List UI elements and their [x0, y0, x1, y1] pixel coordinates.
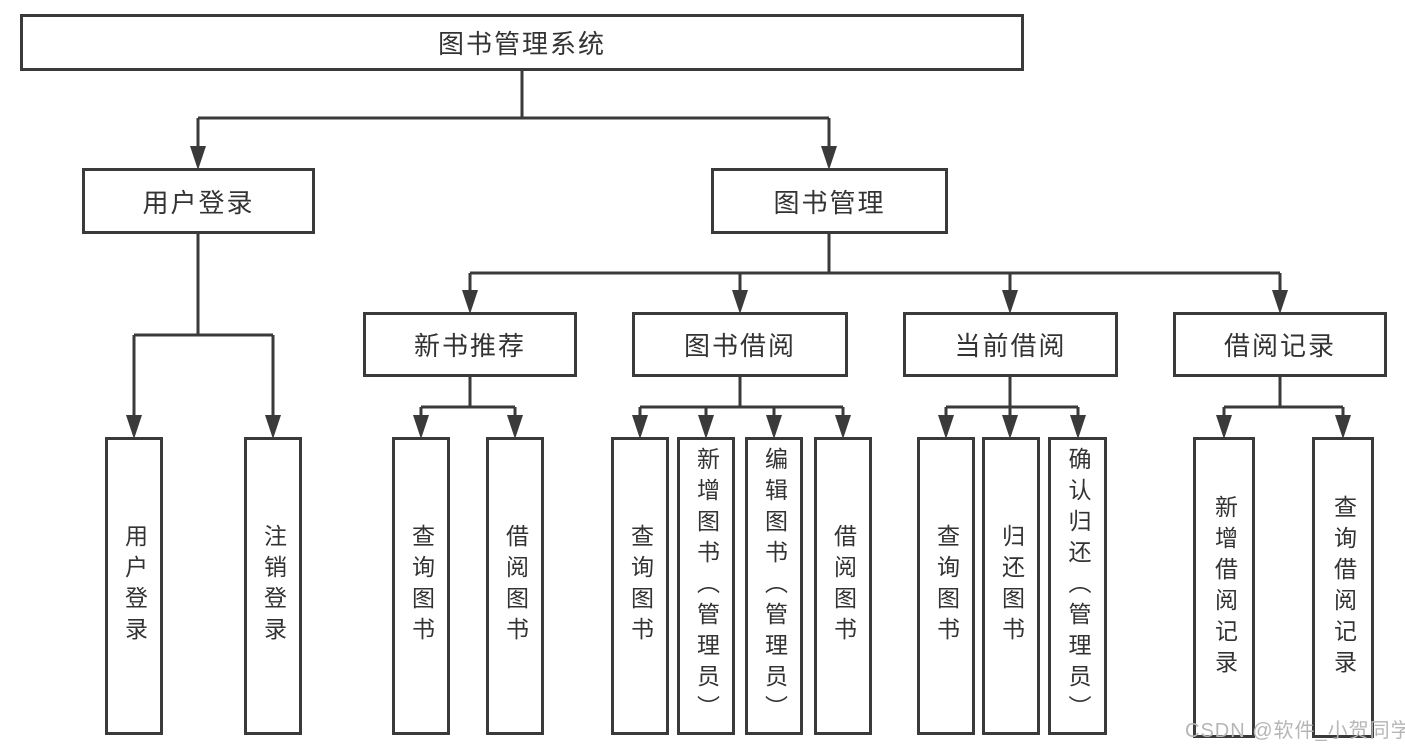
node-label: 新书推荐 [413, 331, 526, 361]
connector-current-to-leaves [944, 377, 1080, 419]
node-user-login: 用户登录 [82, 168, 315, 234]
leaf-edit-book-admin: 编辑图书（管理员） [745, 437, 803, 735]
node-label: 当前借阅 [954, 331, 1067, 361]
connector-bookmgmt-to-level2 [468, 234, 1282, 294]
leaf-query-borrow-record: 查询借阅记录 [1312, 437, 1374, 738]
node-book-borrow: 图书借阅 [632, 312, 848, 377]
leaf-logout: 注销登录 [244, 437, 302, 735]
leaf-label: 借阅图书 [830, 524, 857, 648]
leaf-label: 确认归还（管理员） [1065, 446, 1091, 726]
leaf-label: 查询图书 [408, 524, 435, 648]
node-label: 图书管理 [773, 187, 886, 218]
leaf-label: 借阅图书 [502, 524, 529, 648]
leaf-label: 查询借阅记录 [1330, 494, 1357, 681]
leaf-label: 查询图书 [933, 524, 960, 648]
leaf-borrow-books-recommend: 借阅图书 [486, 437, 544, 735]
leaf-label: 归还图书 [998, 524, 1025, 648]
leaf-query-books-recommend: 查询图书 [392, 437, 450, 735]
node-library-management-system: 图书管理系统 [20, 14, 1024, 71]
leaf-label: 查询图书 [627, 524, 654, 648]
connector-userlogin-to-leaves [132, 234, 275, 419]
leaf-query-books-current: 查询图书 [917, 437, 975, 735]
leaf-add-borrow-record: 新增借阅记录 [1193, 437, 1255, 738]
leaf-return-book: 归还图书 [982, 437, 1040, 735]
connector-root-to-level1 [196, 70, 831, 150]
connector-recommend-to-leaves [419, 377, 517, 419]
leaf-add-book-admin: 新增图书（管理员） [677, 437, 735, 735]
watermark: CSDN @软件_小贺同学 [1185, 720, 1405, 742]
leaf-confirm-return-admin: 确认归还（管理员） [1048, 437, 1107, 735]
connector-borrow-to-leaves [638, 377, 845, 419]
leaf-query-books-borrow: 查询图书 [611, 437, 669, 735]
arrowheads [126, 146, 1351, 439]
node-current-borrow: 当前借阅 [903, 312, 1118, 377]
leaf-borrow-books: 借阅图书 [814, 437, 872, 735]
leaf-label: 注销登录 [260, 524, 287, 648]
node-label: 借阅记录 [1223, 331, 1336, 361]
node-borrow-records: 借阅记录 [1173, 312, 1387, 377]
leaf-label: 新增图书（管理员） [693, 446, 720, 726]
leaf-label: 用户登录 [121, 524, 148, 648]
node-label: 图书管理系统 [437, 29, 606, 59]
leaf-label: 编辑图书（管理员） [761, 446, 788, 726]
leaf-label: 新增借阅记录 [1211, 494, 1238, 681]
node-book-management: 图书管理 [711, 168, 948, 234]
connector-records-to-leaves [1222, 377, 1345, 419]
leaf-user-login: 用户登录 [105, 437, 163, 735]
node-new-book-recommend: 新书推荐 [363, 312, 577, 377]
node-label: 用户登录 [142, 187, 255, 218]
node-label: 图书借阅 [683, 331, 796, 361]
